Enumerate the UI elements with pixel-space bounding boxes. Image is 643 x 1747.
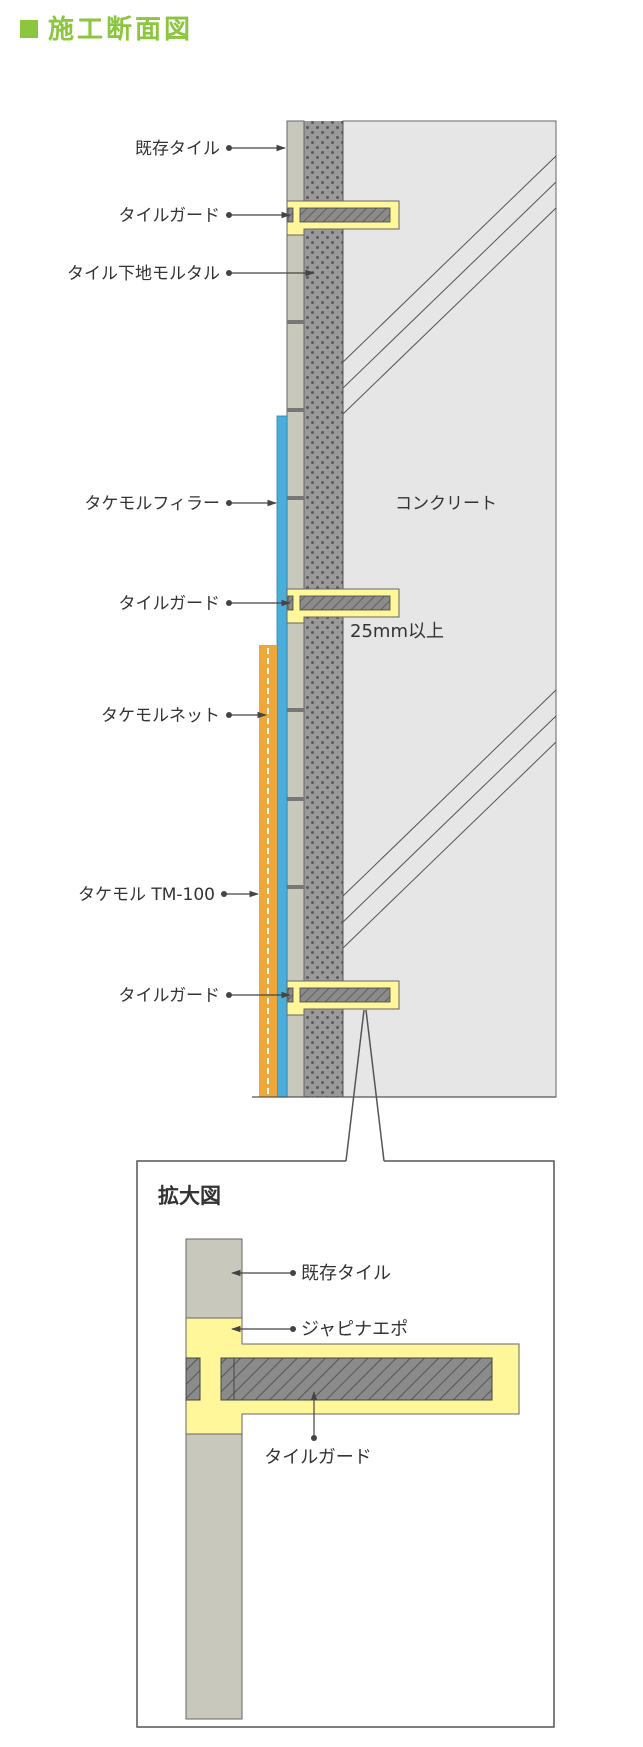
tile-joints: [287, 320, 304, 889]
detail-callout-existing-tile: 既存タイル: [231, 1263, 391, 1284]
callout-existing-tile: 既存タイル: [135, 139, 286, 159]
detail-tile-guard-head: [185, 1357, 201, 1401]
detail-tile-guard-rod: [220, 1357, 493, 1401]
callout-tile-guard-3: タイルガード: [119, 986, 291, 1006]
callout-tm100-label: タケモル TM-100: [78, 885, 215, 905]
detail-callout-tile-guard: タイルガード: [264, 1391, 372, 1468]
detail-callout-tile-guard-label: タイルガード: [264, 1447, 371, 1468]
callout-filler: タケモルフィラー: [84, 494, 277, 514]
callout-tile-guard-2-label: タイルガード: [119, 594, 221, 614]
tile-guard-3: [286, 980, 400, 1016]
page-title: 施工断面図: [48, 14, 193, 45]
callout-tile-guard-3-label: タイルガード: [119, 986, 221, 1006]
callout-tm100: タケモル TM-100: [78, 885, 259, 905]
callout-tile-guard-1-label: タイルガード: [119, 206, 221, 226]
callout-filler-label: タケモルフィラー: [84, 494, 220, 514]
concrete-texture-lines: [342, 155, 557, 949]
detail-callout-epoxy: ジャピナエポ: [231, 1319, 408, 1340]
callout-base-mortar-label: タイル下地モルタル: [67, 264, 220, 284]
callout-tile-guard-2: タイルガード: [119, 594, 291, 614]
concrete-label: コンクリート: [395, 494, 497, 514]
title-square-icon: [20, 20, 38, 38]
zoom-pointer: [345, 1009, 385, 1162]
detail-callout-existing-tile-label: 既存タイル: [301, 1263, 391, 1284]
detail-title: 拡大図: [158, 1184, 221, 1208]
detail-box: [136, 1160, 555, 1728]
detail-callout-epoxy-label: ジャピナエポ: [301, 1319, 408, 1340]
callout-existing-tile-label: 既存タイル: [135, 139, 220, 159]
detail-existing-tile: [185, 1238, 243, 1720]
callout-base-mortar: タイル下地モルタル: [67, 264, 315, 284]
callout-net-label: タケモルネット: [101, 706, 220, 726]
callout-tile-guard-1: タイルガード: [119, 206, 291, 226]
callout-net: タケモルネット: [101, 706, 267, 726]
dimension-label: 25mm以上: [350, 621, 444, 642]
